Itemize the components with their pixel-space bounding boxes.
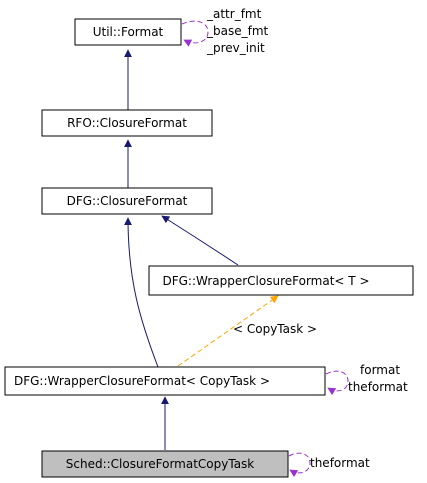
edge-wrapper-copytask-to-dfg	[124, 217, 159, 368]
edge-label-theformat-wrapper: theformat	[348, 380, 408, 394]
node-rfo-closure-format[interactable]: RFO::ClosureFormat	[41, 109, 213, 137]
node-util-format-label: Util::Format	[93, 25, 164, 39]
node-dfg-wrapper-t[interactable]: DFG::WrapperClosureFormat< T >	[148, 265, 414, 296]
edge-util-self-loop	[181, 20, 209, 47]
edge-label-attr-fmt: _attr_fmt	[206, 7, 262, 21]
edge-copytask-template-of-t	[177, 295, 279, 367]
edge-wrapper-t-to-dfg	[161, 215, 239, 266]
node-dfg-wrapper-copytask-label: DFG::WrapperClosureFormat< CopyTask >	[14, 374, 270, 388]
node-sched-closure-format-copytask-label: Sched::ClosureFormatCopyTask	[66, 457, 255, 471]
edge-sched-self-loop	[288, 452, 311, 478]
node-dfg-wrapper-copytask[interactable]: DFG::WrapperClosureFormat< CopyTask >	[4, 366, 326, 396]
edge-label-format: format	[360, 363, 400, 377]
edge-wrapper-copytask-self-loop	[325, 370, 349, 396]
node-util-format[interactable]: Util::Format	[74, 18, 182, 46]
node-rfo-closure-format-label: RFO::ClosureFormat	[67, 116, 187, 130]
edge-label-base-fmt: _base_fmt	[206, 24, 269, 38]
edge-label-copytask-template: < CopyTask >	[233, 322, 317, 336]
node-dfg-closure-format-label: DFG::ClosureFormat	[67, 194, 188, 208]
node-dfg-wrapper-t-label: DFG::WrapperClosureFormat< T >	[162, 274, 369, 288]
edge-label-theformat-sched: theformat	[310, 456, 370, 470]
node-dfg-closure-format[interactable]: DFG::ClosureFormat	[41, 187, 213, 215]
edge-label-prev-init: _prev_init	[206, 41, 265, 55]
node-sched-closure-format-copytask[interactable]: Sched::ClosureFormatCopyTask	[41, 450, 289, 478]
